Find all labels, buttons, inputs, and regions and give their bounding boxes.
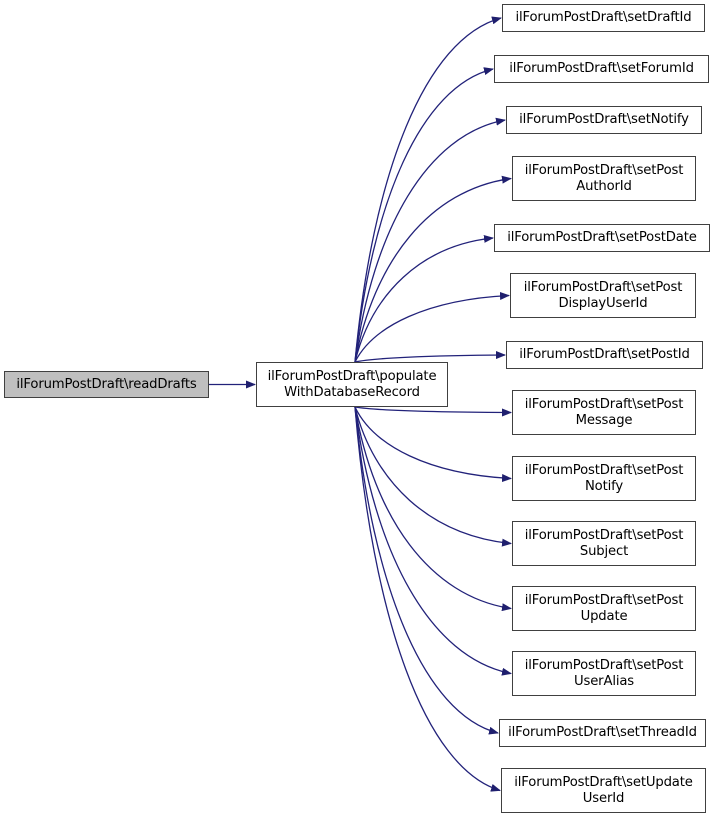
node-target-6[interactable]: ilForumPostDraft\setPostId	[506, 341, 703, 369]
node-target-7[interactable]: ilForumPostDraft\setPost Message	[512, 390, 696, 435]
node-root-label: ilForumPostDraft\readDrafts	[16, 376, 197, 392]
node-target-label: ilForumPostDraft\setNotify	[519, 112, 689, 128]
node-target-label: ilForumPostDraft\setPost Message	[524, 397, 684, 428]
node-target-label: ilForumPostDraft\setPost Notify	[524, 463, 684, 494]
node-target-label: ilForumPostDraft\setPost AuthorId	[524, 163, 684, 194]
node-target-label: ilForumPostDraft\setForumId	[509, 61, 694, 77]
call-edge	[354, 117, 506, 363]
node-target-5[interactable]: ilForumPostDraft\setPost DisplayUserId	[510, 273, 696, 318]
call-edge	[354, 234, 494, 363]
node-root[interactable]: ilForumPostDraft\readDrafts	[4, 371, 209, 398]
node-target-label: ilForumPostDraft\setPost Update	[524, 593, 684, 624]
call-edge	[354, 67, 494, 363]
call-edge	[354, 406, 512, 676]
node-target-11[interactable]: ilForumPostDraft\setPost UserAlias	[512, 651, 696, 696]
node-target-4[interactable]: ilForumPostDraft\setPostDate	[494, 224, 710, 252]
node-target-label: ilForumPostDraft\setPost Subject	[524, 528, 684, 559]
node-target-3[interactable]: ilForumPostDraft\setPost AuthorId	[512, 156, 696, 201]
node-target-8[interactable]: ilForumPostDraft\setPost Notify	[512, 456, 696, 501]
node-target-13[interactable]: ilForumPostDraft\setUpdate UserId	[501, 768, 706, 813]
node-hub[interactable]: ilForumPostDraft\populate WithDatabaseRe…	[256, 362, 448, 407]
node-target-10[interactable]: ilForumPostDraft\setPost Update	[512, 586, 696, 631]
node-target-9[interactable]: ilForumPostDraft\setPost Subject	[512, 521, 696, 566]
call-edge	[354, 406, 501, 792]
node-target-label: ilForumPostDraft\setPost UserAlias	[524, 658, 684, 689]
node-target-2[interactable]: ilForumPostDraft\setNotify	[506, 106, 702, 134]
call-edge	[354, 406, 512, 612]
node-target-label: ilForumPostDraft\setDraftId	[515, 10, 692, 26]
call-edge	[354, 175, 512, 363]
call-edge	[354, 351, 506, 363]
node-target-label: ilForumPostDraft\setUpdate UserId	[514, 775, 693, 806]
call-edge	[354, 406, 512, 547]
call-edge	[354, 406, 512, 417]
node-target-label: ilForumPostDraft\setPostDate	[507, 230, 697, 246]
call-edge	[354, 406, 512, 483]
call-edge	[354, 291, 510, 363]
node-target-label: ilForumPostDraft\setPost DisplayUserId	[523, 280, 683, 311]
call-edge	[354, 16, 502, 363]
call-edge	[354, 406, 499, 735]
node-target-label: ilForumPostDraft\setPostId	[519, 347, 690, 363]
node-target-1[interactable]: ilForumPostDraft\setForumId	[494, 55, 709, 83]
node-target-0[interactable]: ilForumPostDraft\setDraftId	[502, 4, 705, 32]
node-target-12[interactable]: ilForumPostDraft\setThreadId	[499, 719, 706, 747]
node-target-label: ilForumPostDraft\setThreadId	[508, 725, 697, 741]
node-hub-label: ilForumPostDraft\populate WithDatabaseRe…	[267, 369, 437, 400]
